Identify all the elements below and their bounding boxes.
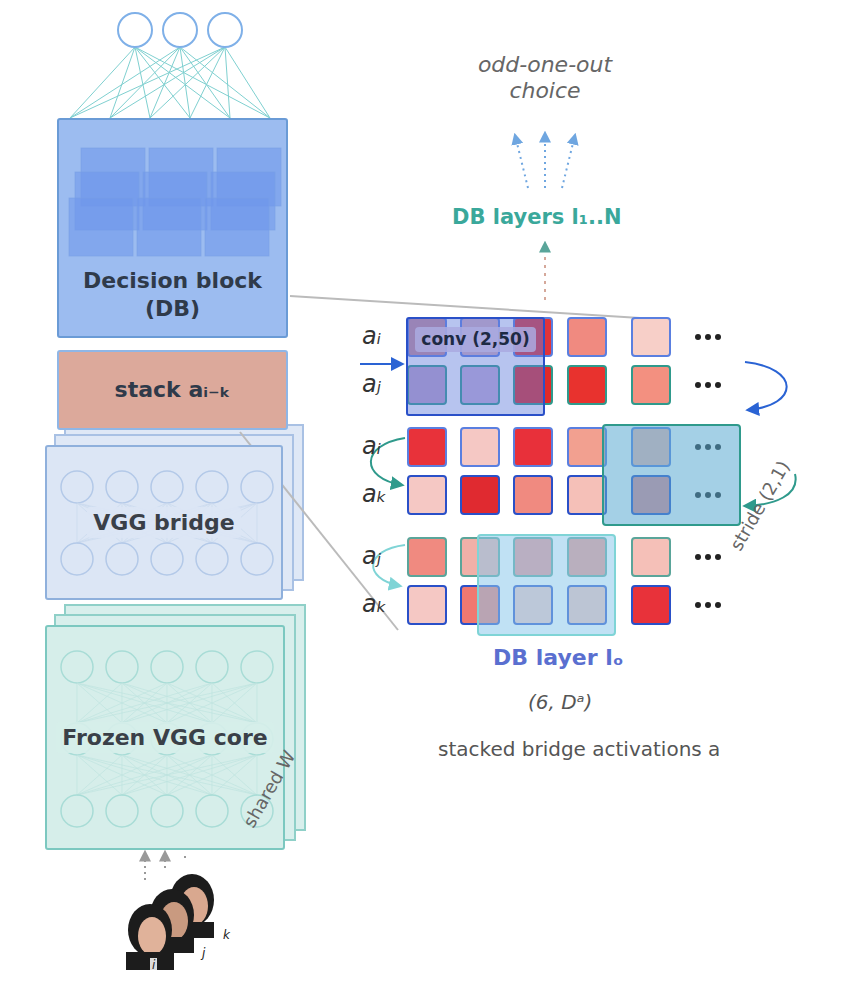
row-label: aⱼ	[362, 542, 381, 571]
box-label: conv (2,50)	[415, 327, 535, 352]
annotation: odd-one-out choice	[465, 52, 625, 105]
image-index: i	[150, 958, 157, 972]
face-images	[126, 874, 214, 970]
box-label: stack aᵢ₋ₖ	[109, 374, 237, 406]
row-label: aⱼ	[362, 370, 381, 399]
kernel-window	[478, 535, 615, 635]
row-label: aᵢ	[362, 432, 381, 461]
box-label: Decision block (DB)	[65, 265, 280, 324]
box-label: Frozen VGG core	[56, 722, 273, 754]
row-label: aᵢ	[362, 322, 381, 351]
decision-block: Decision block (DB)	[57, 118, 288, 338]
row-label: aₖ	[362, 590, 387, 619]
output-units	[70, 13, 270, 118]
row-label: aₖ	[362, 480, 387, 509]
annotation: (6, Dᵃ)	[528, 690, 592, 714]
image-index: k	[221, 928, 232, 942]
annotation: DB layer lₒ	[493, 645, 623, 671]
stride-window	[603, 425, 740, 525]
annotation: stacked bridge activations a	[438, 737, 720, 761]
box-label: VGG bridge	[87, 507, 240, 539]
conv-kernel: conv (2,50)	[406, 317, 545, 416]
annotation: DB layers l₁..N	[452, 205, 622, 230]
image-index: j	[200, 946, 207, 960]
stack-box: stack aᵢ₋ₖ	[57, 350, 288, 430]
bridge-box: VGG bridge	[45, 445, 283, 600]
